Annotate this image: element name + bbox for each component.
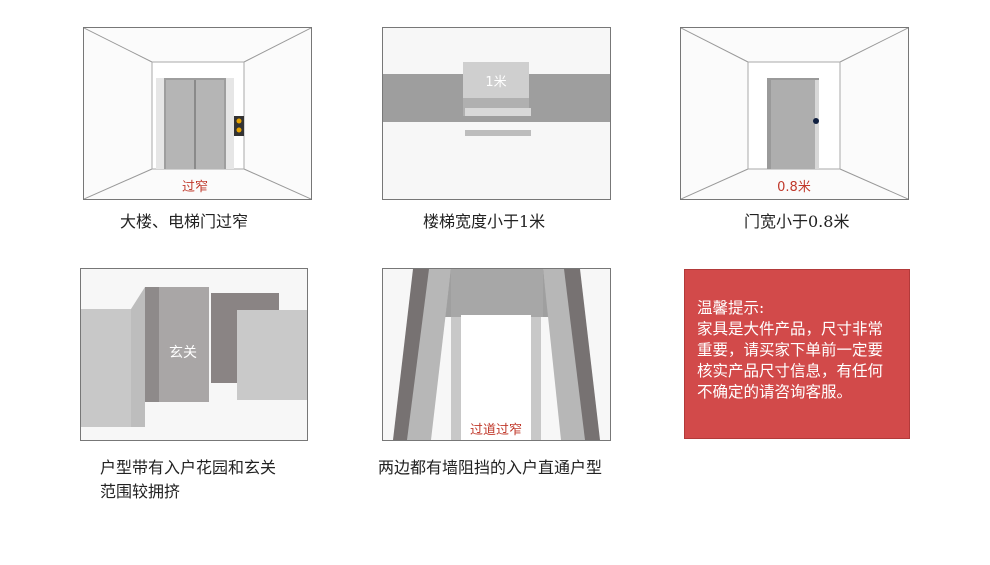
caption-door: 门宽小于0.8米 <box>744 212 850 231</box>
corridor-label: 过道过窄 <box>470 422 522 438</box>
caption-corridor: 两边都有墙阻挡的入户直通户型 <box>378 458 603 477</box>
notice-title: 温馨提示: <box>697 299 765 317</box>
corridor-illustration: 过道过窄 <box>382 268 611 441</box>
width-label: 1米 <box>485 75 506 90</box>
stairs-illustration: 1米 <box>382 27 611 200</box>
door-illustration: 0.8米 <box>680 27 909 200</box>
elevator-illustration: 过窄 <box>83 27 312 200</box>
caption-stairs: 楼梯宽度小于1米 <box>423 212 546 231</box>
width-label: 过窄 <box>182 179 208 195</box>
caption-elevator: 大楼、电梯门过窄 <box>120 212 249 231</box>
foyer-label: 玄关 <box>169 344 197 361</box>
width-label: 0.8米 <box>777 180 811 195</box>
notice-body: 家具是大件产品，尺寸非常 重要，请买家下单前一定要 核实产品尺寸信息，有任何 不… <box>697 320 884 401</box>
notice-box: 温馨提示: 家具是大件产品，尺寸非常 重要，请买家下单前一定要 核实产品尺寸信息… <box>684 269 910 439</box>
caption-foyer: 户型带有入户花园和玄关 范围较拥挤 <box>100 458 277 501</box>
foyer-illustration: 玄关 <box>80 268 308 441</box>
